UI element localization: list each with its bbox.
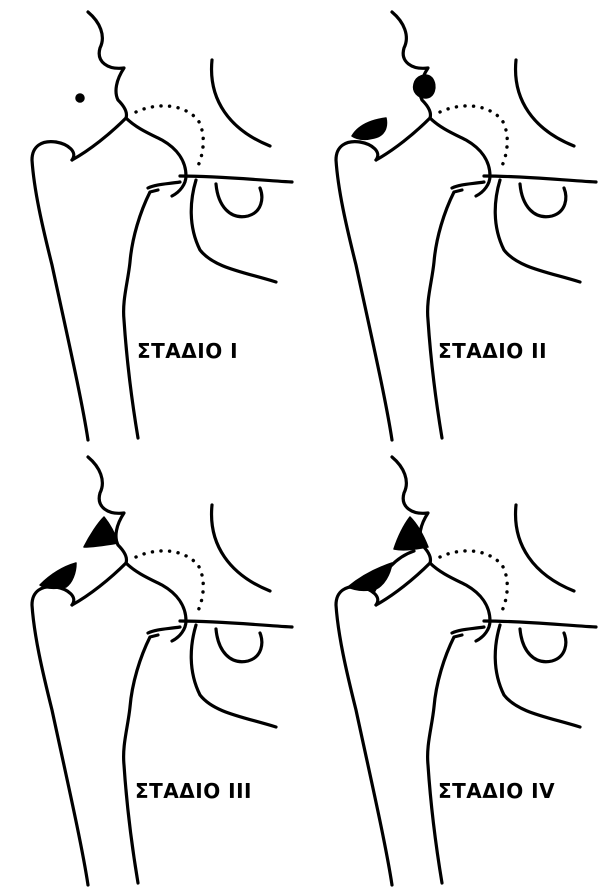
stage-label-2: ΣΤΑΔΙΟ ΙΙ: [438, 339, 547, 363]
hip-joint-drawing-3: [0, 445, 303, 890]
ossification-lower-4: [348, 563, 392, 590]
ossification-lower-2: [352, 118, 387, 139]
hip-joint-drawing-4: [304, 445, 607, 890]
ossification-upper-3: [84, 517, 118, 547]
stage-panel-2: ΣΤΑΔΙΟ ΙΙ: [304, 0, 607, 445]
stage-panel-4: ΣΤΑΔΙΟ ΙV: [304, 445, 607, 890]
stage-panel-3: ΣΤΑΔΙΟ ΙΙΙ: [0, 445, 303, 890]
ossification-upper-2: [414, 75, 435, 98]
hip-joint-drawing-2: [304, 0, 607, 445]
stage-panel-1: ΣΤΑΔΙΟ Ι: [0, 0, 303, 445]
ossification-island-1: [76, 94, 84, 102]
stage-label-4: ΣΤΑΔΙΟ ΙV: [438, 779, 555, 803]
ossification-lower-3: [40, 563, 76, 588]
stage-label-3: ΣΤΑΔΙΟ ΙΙΙ: [135, 779, 252, 803]
stage-label-1: ΣΤΑΔΙΟ Ι: [137, 339, 238, 363]
hip-joint-drawing-1: [0, 0, 303, 445]
